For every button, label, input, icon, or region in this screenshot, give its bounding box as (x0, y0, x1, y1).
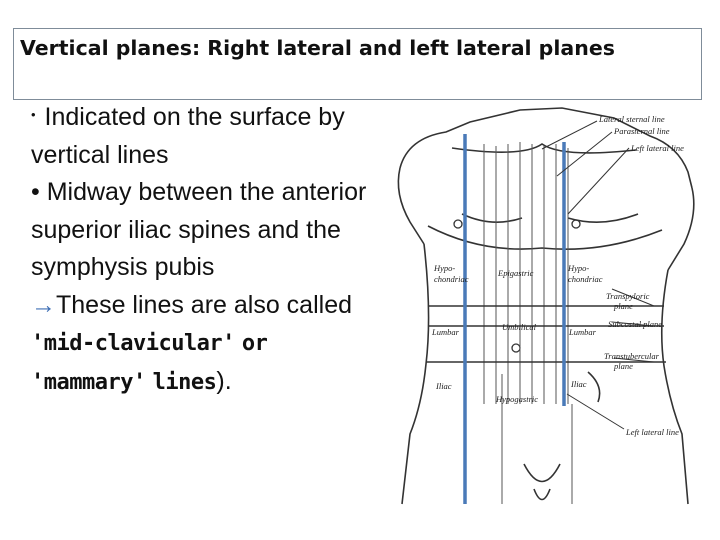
torso-outline (397, 107, 695, 505)
bullet: • (31, 178, 40, 206)
label-transpyloric-b: plane (613, 301, 633, 311)
small-bullet: • (31, 107, 36, 122)
label-hypochondriac-right-b: chondriac (434, 274, 469, 284)
nipple-left (571, 219, 581, 229)
abdominal-regions-figure: Lateral sternal line Parasternal line Le… (397, 107, 695, 505)
label-pointer-lines (541, 120, 655, 430)
term-mid-clavicular: 'mid-clavicular' (31, 331, 235, 356)
label-lumbar-right: Lumbar (431, 327, 460, 337)
closing-punct: ). (216, 366, 232, 395)
lateral-vertical-lines (463, 134, 566, 504)
body-text: • Indicated on the surface by vertical l… (31, 96, 381, 401)
label-lumbar-left: Lumbar (568, 327, 597, 337)
label-iliac-right: Iliac (435, 381, 452, 391)
umbilicus (511, 343, 521, 353)
bullet-text-2: Midway between the anterior superior ili… (31, 178, 367, 281)
bullet-text-1: Indicated on the surface by vertical lin… (31, 103, 345, 169)
term-mammary: 'mammary' (31, 369, 146, 395)
label-hypochondriac-left-b: chondriac (568, 274, 603, 284)
region-labels: Lateral sternal line Parasternal line Le… (431, 114, 684, 437)
title-box: Vertical planes: Right lateral and left … (13, 28, 702, 100)
label-subcostal: Subcostal plane (608, 319, 662, 329)
label-left-lateral-line-bottom: Left lateral line (625, 427, 679, 437)
nipple-right (453, 219, 463, 229)
thin-vertical-lines (483, 142, 573, 504)
slide-title: Vertical planes: Right lateral and left … (20, 36, 615, 60)
label-iliac-left: Iliac (570, 379, 587, 389)
label-epigastric: Epigastric (497, 268, 534, 278)
label-transtubercular-a: Transtubercular (604, 351, 660, 361)
word-or: or (241, 331, 268, 356)
bullet-text-3a: These lines are also called (56, 290, 352, 319)
label-hypochondriac-right-a: Hypo- (433, 263, 455, 273)
label-parasternal-line: Parasternal line (613, 126, 670, 136)
word-lines: lines (152, 369, 217, 395)
label-transpyloric-a: Transpyloric (606, 291, 650, 301)
label-lateral-sternal-line: Lateral sternal line (598, 114, 665, 124)
label-umbilical: Umbilical (502, 322, 537, 332)
label-hypogastric: Hypogastric (495, 394, 538, 404)
label-transtubercular-b: plane (613, 361, 633, 371)
label-left-lateral-line-top: Left lateral line (630, 143, 684, 153)
label-hypochondriac-left-a: Hypo- (567, 263, 589, 273)
arrow-icon: → (31, 290, 56, 319)
